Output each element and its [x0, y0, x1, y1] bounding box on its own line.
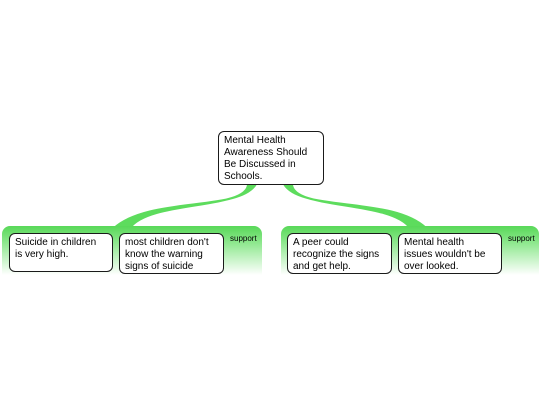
subtopic-node-warning-signs[interactable]: most children don't know the warning sig… [119, 233, 224, 274]
connector-right [282, 183, 429, 229]
support-label-left: support [230, 234, 257, 243]
subtopic-node-peer-recognition[interactable]: A peer could recognize the signs and get… [287, 233, 392, 274]
connector-left [111, 183, 258, 229]
root-topic-node[interactable]: Mental Health Awareness Should Be Discus… [218, 131, 324, 185]
subtopic-node-issues-not-overlooked[interactable]: Mental health issues wouldn't be over lo… [398, 233, 502, 274]
support-label-right: support [508, 234, 535, 243]
subtopic-node-suicide-rate[interactable]: Suicide in children is very high. [9, 233, 113, 272]
